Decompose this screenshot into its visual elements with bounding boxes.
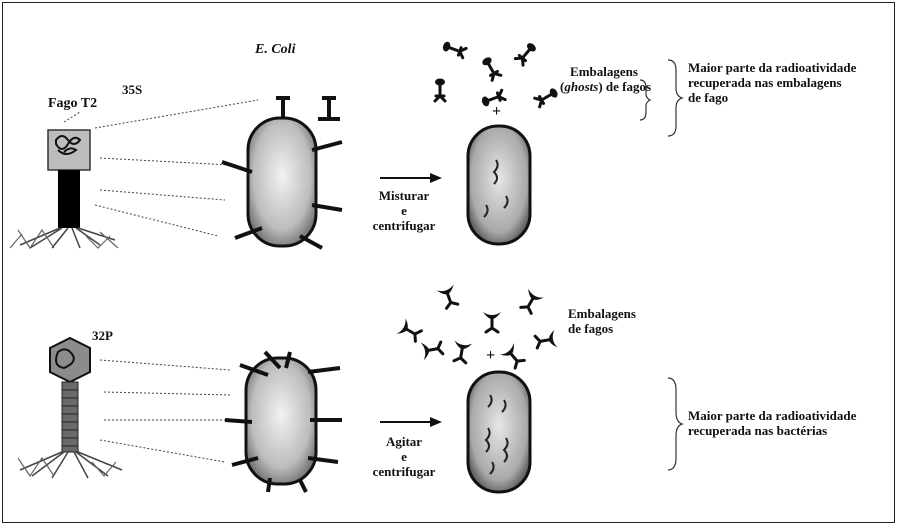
bottom-isotope-label: 32P	[92, 328, 113, 343]
bottom-action-label: Agitar e centrifugar	[368, 434, 440, 479]
top-action-line2: e	[368, 203, 440, 218]
top-ghosts-line1: Embalagens	[560, 64, 648, 79]
bottom-ecoli-with-phages	[225, 352, 342, 492]
top-mix-arrow	[380, 173, 442, 183]
top-action-line1: Misturar	[368, 188, 440, 203]
bottom-action-line1: Agitar	[368, 434, 440, 449]
top-ecoli-with-phages	[222, 98, 342, 248]
top-phage-t2	[10, 130, 118, 248]
bottom-arrows-to-ecoli	[100, 360, 230, 462]
top-ghosts-italic: ghosts	[564, 79, 598, 94]
bottom-shake-arrow	[380, 417, 442, 427]
top-result-label: Maior parte da radioatividade recuperada…	[688, 60, 856, 105]
top-ghosts-label: Embalagens (ghosts) de fagos	[560, 64, 648, 94]
bottom-ghosts-line2: de fagos	[568, 321, 636, 336]
top-ghosts-line2: (ghosts) de fagos	[560, 79, 648, 94]
top-arrows-to-ecoli	[64, 100, 258, 236]
bottom-result-line1: Maior parte da radioatividade	[688, 408, 856, 423]
top-isotope-label: 35S	[122, 82, 142, 97]
top-result-line2: recuperada nas embalagens	[688, 75, 856, 90]
top-phage-ghosts	[435, 41, 559, 108]
bottom-result-label: Maior parte da radioatividade recuperada…	[688, 408, 856, 438]
bottom-result-ecoli	[468, 372, 530, 492]
bottom-phage	[18, 338, 122, 478]
top-result-line3: de fago	[688, 90, 856, 105]
bottom-brace	[668, 378, 682, 470]
bottom-action-line3: centrifugar	[368, 464, 440, 479]
top-plus-sign: +	[492, 104, 501, 119]
bottom-plus-sign: +	[486, 348, 495, 363]
top-action-label: Misturar e centrifugar	[368, 188, 440, 233]
top-result-ecoli	[468, 126, 530, 244]
bottom-result-line2: recuperada nas bactérias	[688, 423, 856, 438]
bottom-phage-ghosts	[397, 284, 558, 370]
top-result-line1: Maior parte da radioatividade	[688, 60, 856, 75]
bottom-ghosts-label: Embalagens de fagos	[568, 306, 636, 336]
top-brace	[668, 60, 682, 136]
ecoli-label: E. Coli	[255, 42, 295, 57]
bottom-ghosts-line1: Embalagens	[568, 306, 636, 321]
phage-t2-label: Fago T2	[48, 96, 97, 111]
top-action-line3: centrifugar	[368, 218, 440, 233]
bottom-action-line2: e	[368, 449, 440, 464]
top-ghosts-rest: de fagos	[603, 79, 651, 94]
